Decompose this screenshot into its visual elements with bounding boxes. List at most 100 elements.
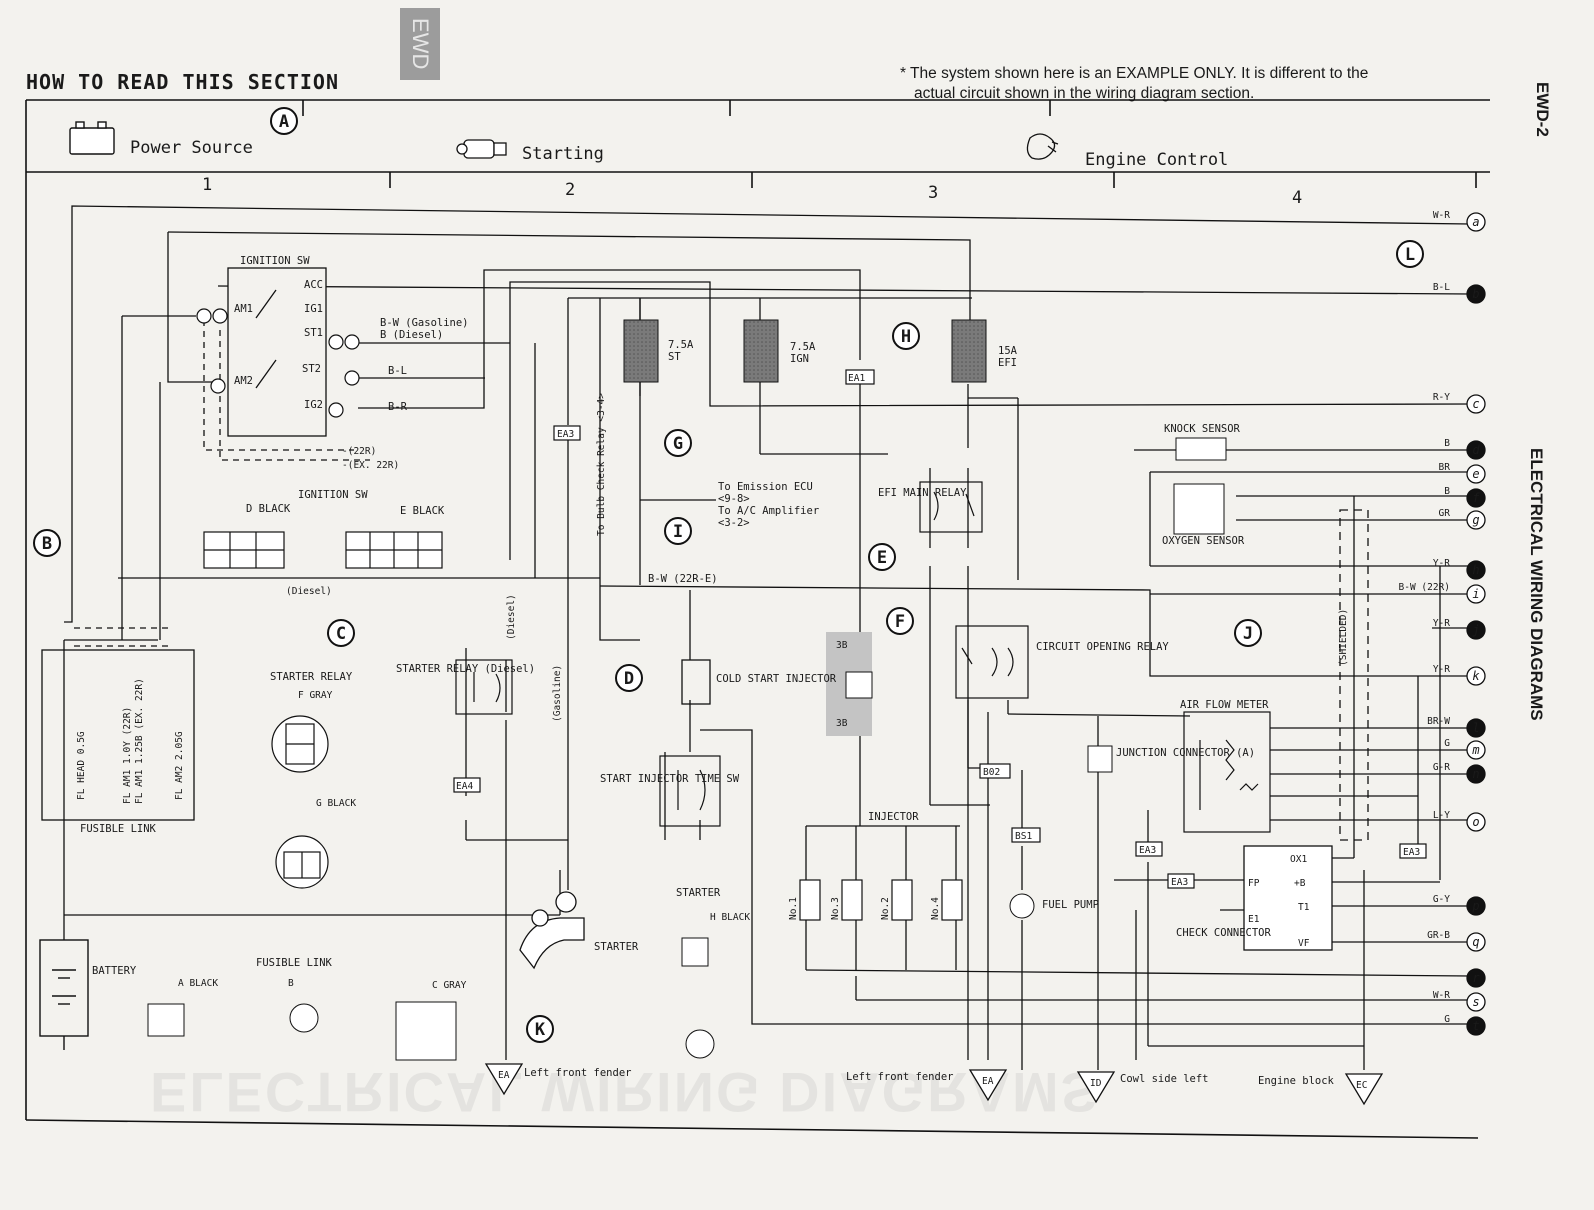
ac-ref-label: <3-2> bbox=[718, 517, 750, 529]
to-bulb-check-label: To Bulb Check Relay <3-4> bbox=[596, 393, 607, 536]
ignition-terminal-am2: AM2 bbox=[234, 375, 253, 387]
shielded-label: (SHIELDED) bbox=[1338, 609, 1349, 666]
terminal-wire-o: L-Y bbox=[1433, 810, 1450, 821]
a-black-label: A BLACK bbox=[178, 978, 218, 989]
note-line-2: actual circuit shown in the wiring diagr… bbox=[914, 85, 1255, 102]
injector-no4: No.4 bbox=[930, 897, 941, 920]
connector-3b-bottom: 3B bbox=[836, 718, 848, 729]
cold-start-injector-symbol bbox=[681, 659, 711, 705]
terminal-letter-i: i bbox=[1472, 587, 1479, 601]
ecu-pin-ox1: OX1 bbox=[1290, 854, 1307, 865]
fusible-link-label: FUSIBLE LINK bbox=[80, 823, 157, 835]
connector-3b-body bbox=[845, 671, 873, 699]
terminal-letter-d: d bbox=[1472, 443, 1480, 457]
fuse-ign bbox=[743, 319, 779, 383]
svg-text:J: J bbox=[1243, 624, 1253, 644]
column-4: 4 bbox=[1292, 188, 1302, 208]
start-injector-time-sw-symbol bbox=[659, 755, 721, 827]
callout-f: F bbox=[886, 607, 914, 635]
terminal-wire-p: G-Y bbox=[1433, 894, 1450, 905]
connector-d-label: D BLACK bbox=[246, 503, 291, 515]
terminal-q: qGR-B bbox=[1427, 930, 1486, 952]
to-ac-label: To A/C Amplifier bbox=[718, 505, 819, 517]
fuel-pump-symbol bbox=[1009, 893, 1035, 919]
terminal-f: fB bbox=[1444, 486, 1486, 508]
injector-no1: No.1 bbox=[788, 897, 799, 920]
wire-label-bw-gasoline: B-W (Gasoline) bbox=[380, 317, 469, 329]
air-flow-meter-symbol bbox=[1183, 711, 1271, 833]
page-title: HOW TO READ THIS SECTION bbox=[26, 70, 339, 94]
diesel-vertical: (Diesel) bbox=[506, 594, 517, 640]
fuse-efi bbox=[951, 319, 987, 383]
terminal-wire-s: W-R bbox=[1433, 990, 1450, 1001]
fuse-st-name: ST bbox=[668, 351, 681, 363]
connector-e bbox=[345, 531, 443, 569]
connector-boxes bbox=[453, 369, 1427, 889]
terminal-wire-j: Y-R bbox=[1433, 618, 1450, 629]
terminal-h: hY-R bbox=[1433, 558, 1486, 580]
terminal-letter-h: h bbox=[1472, 563, 1479, 577]
column-2: 2 bbox=[565, 180, 575, 200]
svg-text:B: B bbox=[42, 534, 52, 554]
h-black-label: H BLACK bbox=[710, 912, 750, 923]
ignition-terminal-ig2: IG2 bbox=[304, 399, 323, 411]
cold-start-label: COLD START INJECTOR bbox=[716, 673, 837, 685]
terminal-p: pG-Y bbox=[1433, 894, 1486, 916]
injector-coils bbox=[799, 879, 963, 921]
terminal-s: sW-R bbox=[1433, 990, 1486, 1012]
terminal-letter-j: j bbox=[1472, 623, 1479, 637]
efi-main-relay-label: EFI MAIN RELAY bbox=[878, 487, 967, 499]
engine-control-icon bbox=[1026, 133, 1059, 160]
injector-title: INJECTOR bbox=[868, 811, 919, 823]
terminal-m: mG bbox=[1444, 738, 1486, 760]
terminal-r: r bbox=[1466, 968, 1486, 988]
callout-j: J bbox=[1234, 619, 1262, 647]
connector-b02-label: B02 bbox=[983, 767, 1000, 778]
to-emission-label: To Emission ECU bbox=[718, 481, 813, 493]
ecu-box bbox=[1243, 845, 1333, 951]
terminal-letter-f: f bbox=[1472, 491, 1480, 505]
system-starting: Starting bbox=[522, 144, 604, 164]
starter-label: STARTER bbox=[594, 941, 639, 953]
battery-symbol bbox=[39, 939, 89, 1050]
starter-relay-connector bbox=[271, 715, 329, 773]
connector-d bbox=[203, 531, 285, 569]
terminal-d: dB bbox=[1444, 438, 1486, 460]
wire-label-bw-22re: B-W (22R-E) bbox=[648, 573, 718, 585]
svg-text:K: K bbox=[535, 1020, 546, 1040]
wire-label-br: B-R bbox=[388, 401, 408, 413]
b-ring-terminal bbox=[289, 1003, 319, 1033]
ground-ea-1-id: EA bbox=[498, 1070, 510, 1081]
callout-h: H bbox=[892, 322, 920, 350]
terminal-letter-m: m bbox=[1471, 743, 1479, 757]
terminal-wire-n: G-R bbox=[1433, 762, 1450, 773]
c-gray-label: C GRAY bbox=[432, 980, 467, 991]
terminal-letter-o: o bbox=[1472, 815, 1479, 829]
callout-g: G bbox=[664, 429, 692, 457]
fusible-link-box bbox=[41, 649, 195, 821]
start-injector-label: START INJECTOR TIME SW bbox=[600, 773, 740, 785]
junction-connector-symbol bbox=[1087, 745, 1113, 773]
terminal-wire-k: Y-R bbox=[1433, 664, 1450, 675]
terminal-k: kY-R bbox=[1433, 664, 1486, 686]
check-connector-label: CHECK CONNECTOR bbox=[1176, 927, 1272, 939]
terminal-wire-q: GR-B bbox=[1427, 930, 1450, 941]
connector-3b-top: 3B bbox=[836, 640, 848, 651]
starter-connector-title: STARTER bbox=[676, 887, 721, 899]
fl-am1b-label: FL AM1 1.25B (EX. 22R) bbox=[134, 678, 145, 804]
page-code: EWD-2 bbox=[1533, 82, 1552, 137]
c-gray-connector bbox=[395, 1001, 457, 1061]
connector-ea3c-label: EA3 bbox=[1171, 877, 1188, 888]
junction-connector-label: JUNCTION CONNECTOR (A) bbox=[1116, 747, 1255, 759]
terminal-c: cR-Y bbox=[1433, 392, 1486, 414]
callout-i: I bbox=[664, 517, 692, 545]
terminal-letter-e: e bbox=[1472, 467, 1479, 481]
gasoline-vertical: (Gasoline) bbox=[552, 665, 563, 722]
battery-label: BATTERY bbox=[92, 965, 137, 977]
terminal-g: gGR bbox=[1439, 508, 1486, 530]
g-black-label: G BLACK bbox=[316, 798, 356, 809]
ignition-sw-title: IGNITION SW bbox=[240, 255, 310, 267]
terminal-wire-f: B bbox=[1444, 486, 1450, 497]
svg-text:G: G bbox=[673, 434, 683, 454]
